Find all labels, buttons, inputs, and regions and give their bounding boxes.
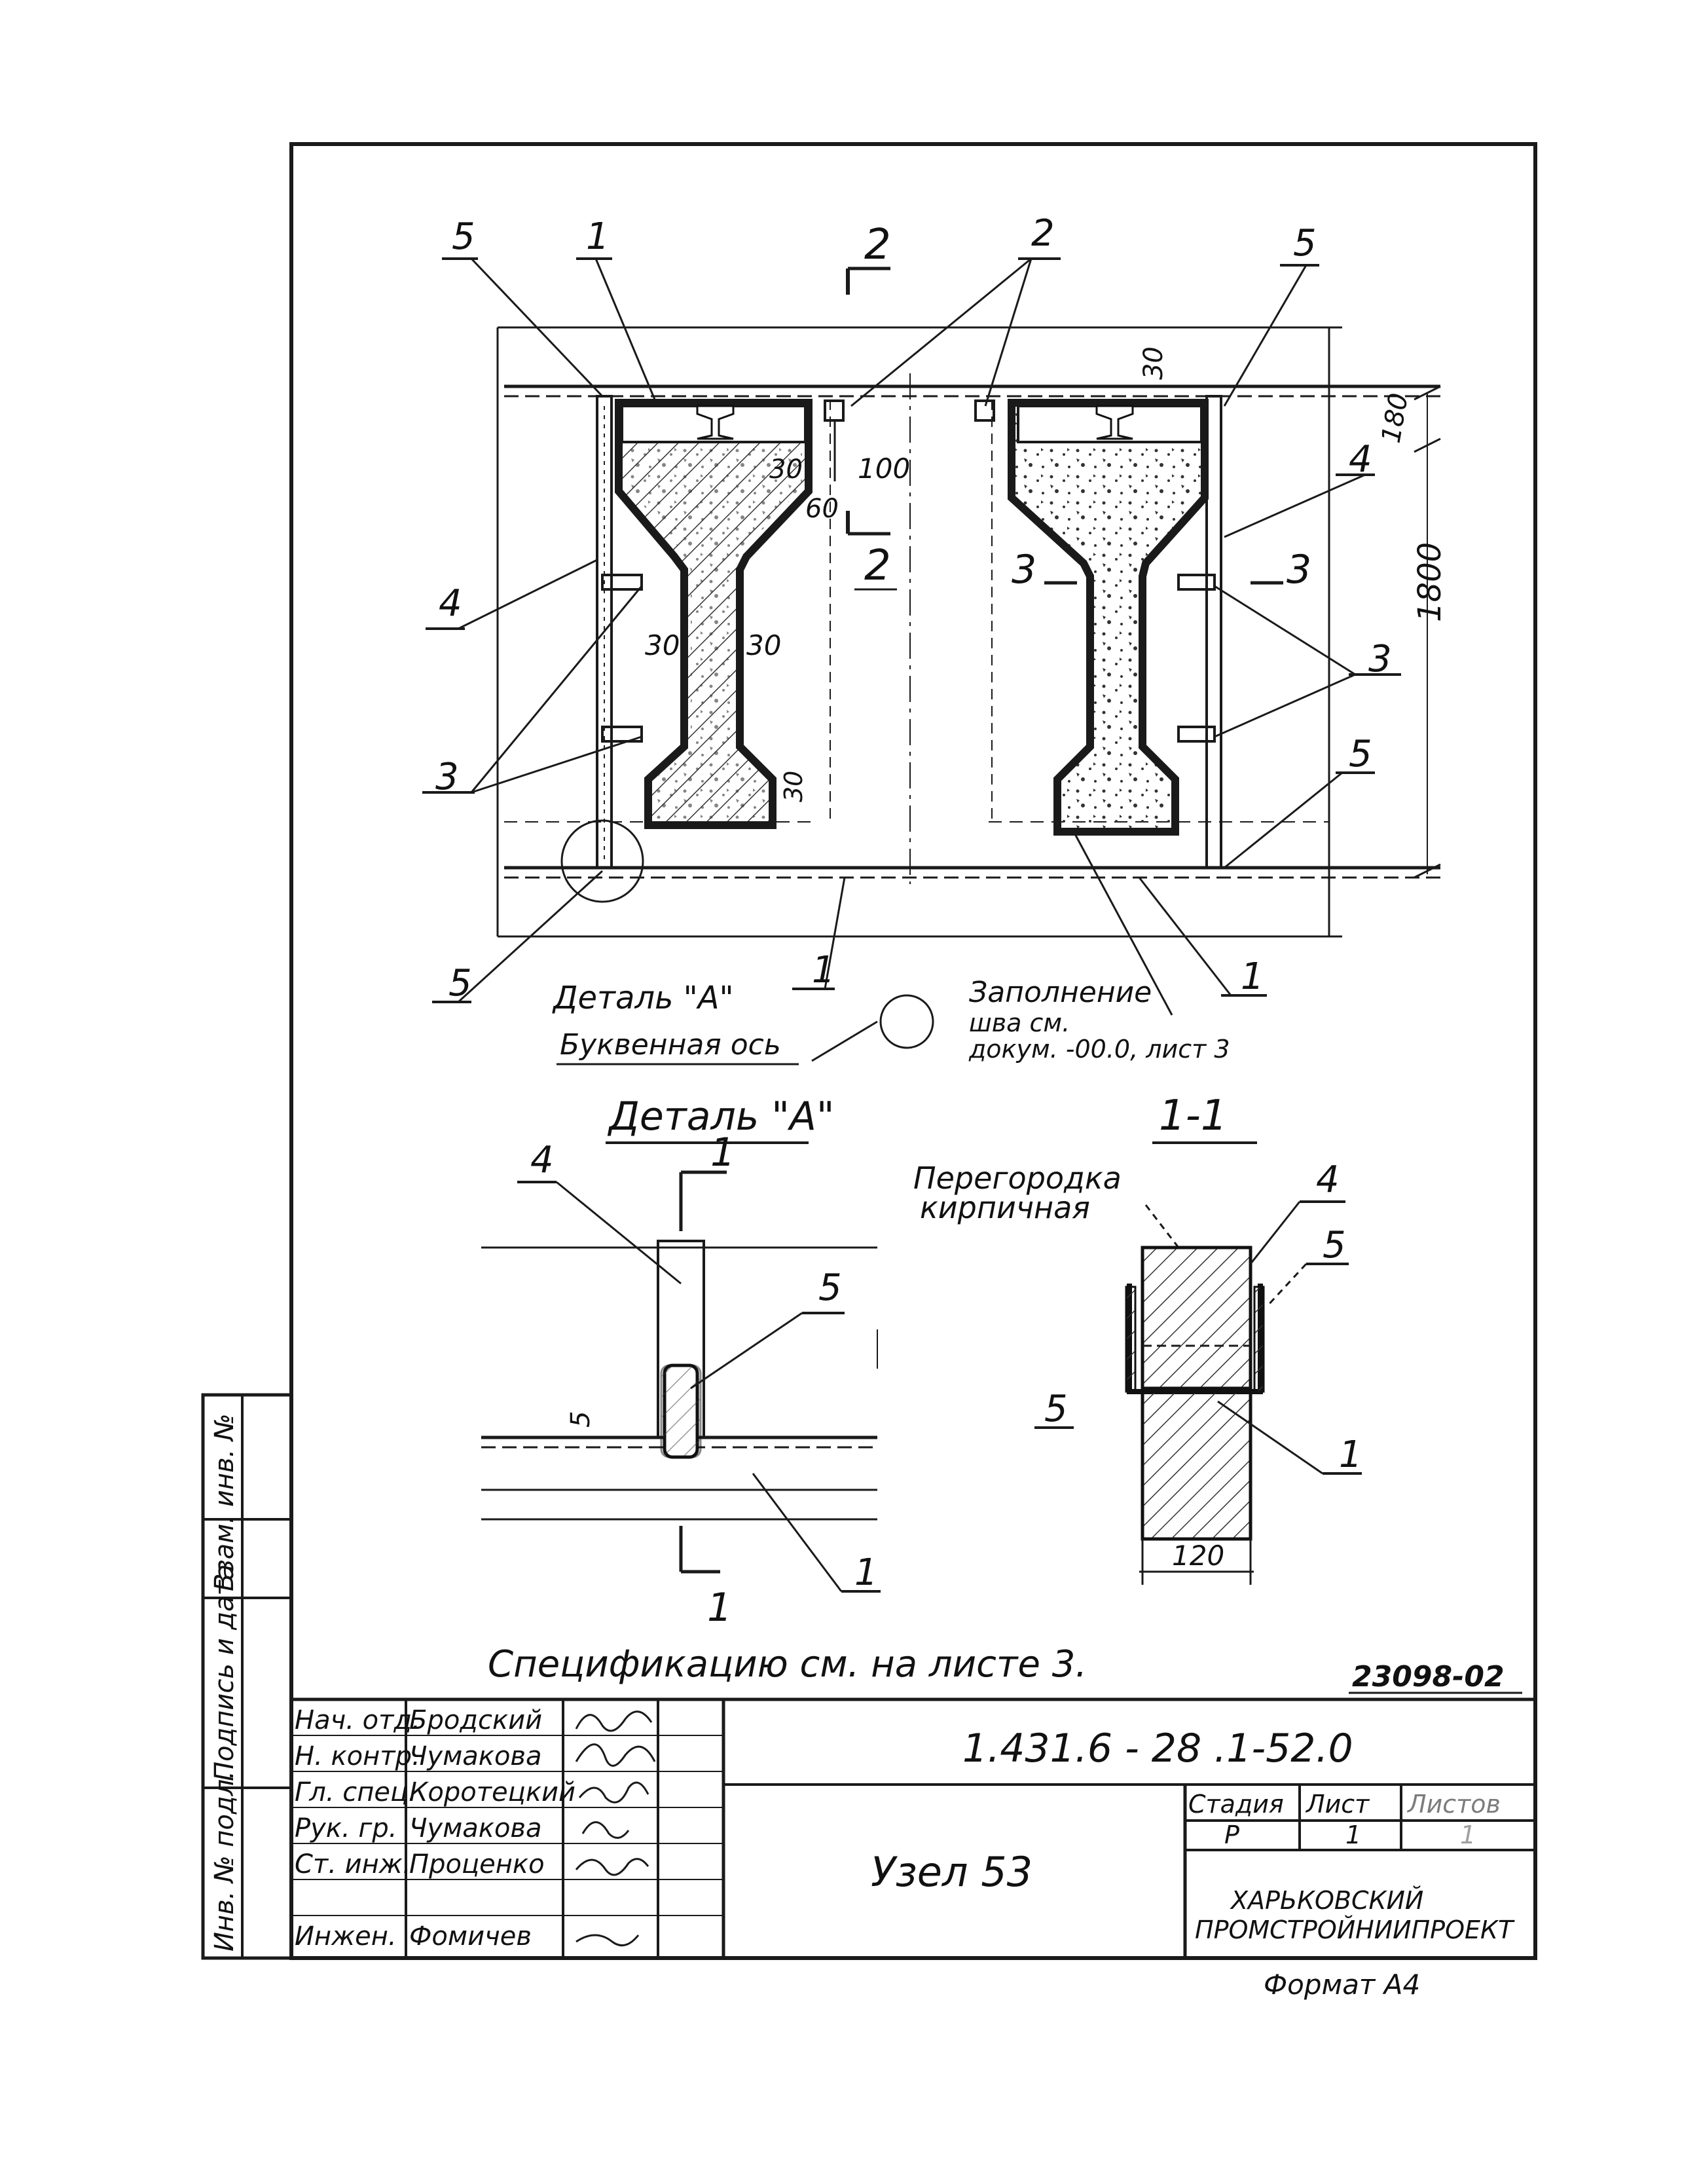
callout-5-bottom-left: 5 <box>448 962 472 1005</box>
callout-1-top: 1 <box>586 215 610 258</box>
detail-a-reference: Деталь "А" <box>552 980 734 1016</box>
role-2: Гл. спец. <box>295 1777 416 1807</box>
detail-a-callout-4: 4 <box>530 1139 554 1181</box>
dim-30-top: 30 <box>1139 346 1169 380</box>
name-4: Проценко <box>409 1849 545 1879</box>
role-6: Инжен. <box>295 1921 397 1952</box>
role-4: Ст. инж. <box>295 1849 411 1879</box>
section-1-1-view: 1-1 Перегородка кирпичная 4 5 5 1 120 <box>913 1092 1362 1585</box>
org-line-1: ХАРЬКОВСКИЙ <box>1230 1886 1423 1915</box>
fill-note-2: шва см. <box>969 1009 1070 1037</box>
sheets-header: Листов <box>1406 1790 1501 1819</box>
detail-a-callout-5: 5 <box>818 1267 842 1309</box>
stamp-signature-date: Подпись и дата <box>210 1564 240 1781</box>
dim-30-bottom: 30 <box>779 771 808 802</box>
main-view: 5 1 2 2 5 30 180 1800 100 30 60 2 4 4 3 … <box>422 212 1448 1065</box>
dim-180: 180 <box>1376 391 1415 445</box>
section-1-1-callout-5-left: 5 <box>1044 1388 1068 1430</box>
partition-label-2: кирпичная <box>920 1190 1090 1225</box>
name-0: Бродский <box>409 1705 542 1735</box>
name-2: Коротецкий <box>409 1777 575 1807</box>
sheets-value: 1 <box>1460 1821 1476 1849</box>
callout-5-top-right: 5 <box>1293 222 1317 265</box>
dim-60: 60 <box>805 494 839 524</box>
section-1-1-callout-1: 1 <box>1339 1434 1362 1476</box>
detail-a-title: Деталь "А" <box>607 1094 835 1139</box>
callout-4-left: 4 <box>439 582 462 625</box>
section-1-1-callout-4: 4 <box>1316 1158 1340 1201</box>
callout-2-top: 2 <box>1031 212 1055 255</box>
callout-1-bottom-mid: 1 <box>812 949 835 991</box>
section-3-right-label: 3 <box>1287 547 1311 593</box>
signature-2 <box>578 1781 649 1804</box>
section-2-top-label: 2 <box>864 221 891 269</box>
detail-a-section-mark-top: 1 <box>710 1130 735 1175</box>
dim-100: 100 <box>858 453 910 485</box>
fill-note-3: докум. -00.0, лист 3 <box>968 1035 1230 1064</box>
specification-note: Спецификацию см. на листе 3. <box>488 1643 1087 1686</box>
fill-note-1: Заполнение <box>969 976 1152 1009</box>
name-6: Фомичев <box>409 1921 532 1952</box>
partition-label-1: Перегородка <box>913 1160 1122 1196</box>
section-1-1-title: 1-1 <box>1159 1092 1228 1140</box>
name-3: Чумакова <box>409 1813 542 1843</box>
signature-1 <box>575 1743 656 1767</box>
dim-30-web-right: 30 <box>746 629 781 661</box>
dim-30-web-left: 30 <box>645 629 680 661</box>
title-block: Нач. отд. Н. контр. Гл. спец. Рук. гр. С… <box>291 1697 1535 1960</box>
dim-1800: 1800 <box>1412 542 1448 622</box>
detail-a-section-mark-bottom: 1 <box>707 1585 732 1631</box>
detail-a-dim-5: 5 <box>566 1411 596 1428</box>
callout-1-bottom-right: 1 <box>1241 955 1264 998</box>
axis-note: Буквенная ось <box>560 1028 781 1062</box>
document-code: 1.431.6 - 28 .1-52.0 <box>962 1726 1353 1771</box>
section-2-bottom-label: 2 <box>864 542 891 590</box>
role-0: Нач. отд. <box>295 1705 420 1735</box>
section-3-left-label: 3 <box>1012 547 1036 593</box>
detail-a-view: Деталь "А" 1 1 4 5 1 5 <box>481 1094 881 1631</box>
sheet-header: Лист <box>1305 1790 1370 1819</box>
stamp-inv-number-original: Инв. № подл. <box>210 1771 240 1952</box>
org-line-2: ПРОМСТРОЙНИИПРОЕКТ <box>1195 1916 1515 1944</box>
format-label: Формат А4 <box>1264 1969 1420 2001</box>
side-stamp: Взам. инв. № Подпись и дата Инв. № подл. <box>201 1393 293 1960</box>
callout-5-right-lower: 5 <box>1349 733 1372 775</box>
archive-number: 23098-02 <box>1352 1660 1505 1694</box>
signature-3 <box>581 1821 630 1839</box>
stage-header: Стадия <box>1188 1790 1284 1819</box>
signature-6 <box>575 1934 640 1947</box>
stage-value: Р <box>1224 1821 1239 1849</box>
callout-5-top-left: 5 <box>452 215 475 258</box>
detail-a-callout-1: 1 <box>854 1551 878 1594</box>
stamp-inv-number-replace: Взам. инв. № <box>210 1413 240 1591</box>
sheet-value: 1 <box>1345 1821 1361 1849</box>
section-1-1-callout-5-right: 5 <box>1323 1224 1346 1267</box>
signature-0 <box>575 1711 653 1732</box>
name-1: Чумакова <box>409 1741 542 1771</box>
role-1: Н. контр. <box>295 1741 420 1771</box>
sheet-frame <box>289 142 1537 1960</box>
dim-30-upper: 30 <box>769 454 803 485</box>
section-1-1-dim-120: 120 <box>1172 1540 1224 1572</box>
role-3: Рук. гр. <box>295 1813 397 1843</box>
signature-4 <box>575 1858 649 1876</box>
node-title: Узел 53 <box>871 1848 1032 1896</box>
